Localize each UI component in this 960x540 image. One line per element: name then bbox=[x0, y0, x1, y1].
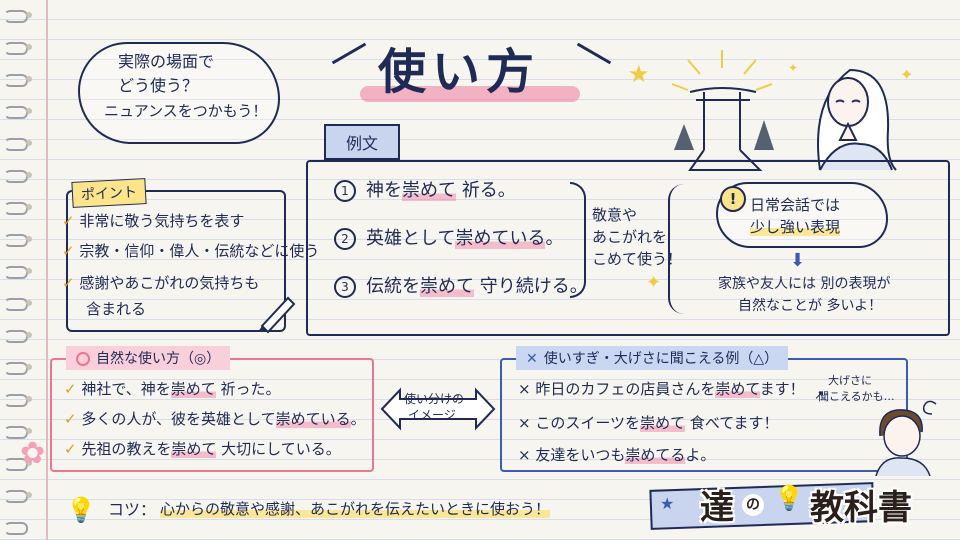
natural-item-1: ✓ 神社で、神を崇めて 祈った。 bbox=[64, 380, 281, 398]
spiral-binding bbox=[0, 0, 32, 540]
check-icon: ✓ bbox=[62, 242, 75, 260]
shrine-praying-woman-illustration: ✦ ✦ bbox=[671, 50, 913, 171]
points-item-2: 宗教・信仰・偉人・伝統などに使う bbox=[79, 242, 320, 260]
sparkle-icon: ✦ bbox=[646, 272, 662, 293]
logo-left: 達 bbox=[700, 488, 734, 528]
thought-cloud bbox=[78, 42, 280, 144]
arrow-down-icon: ⬇ bbox=[790, 250, 806, 271]
cross-icon: × bbox=[518, 414, 531, 432]
natural-item-2: ✓ 多くの人が、彼を英雄として崇めている。 bbox=[64, 410, 366, 428]
points-box bbox=[66, 190, 286, 332]
examples-note-1: 敬意や bbox=[592, 206, 638, 224]
overuse-item-2: × このスイーツを崇めて 食べてます！ bbox=[518, 414, 779, 432]
cloud-line-3: ニュアンスをつかもう！ bbox=[104, 102, 268, 120]
points-label: ポイント bbox=[71, 178, 147, 208]
examples-bracket bbox=[570, 182, 586, 298]
points-item-3: 感謝やあこがれの気持ちも bbox=[79, 274, 260, 292]
natural-usage-label: 自然な使い方（◎） bbox=[66, 346, 231, 370]
double-arrow-icon bbox=[380, 387, 496, 431]
cross-icon: ✕ bbox=[526, 351, 538, 367]
pencil-icon bbox=[258, 296, 296, 334]
check-icon: ✓ bbox=[64, 410, 77, 428]
logo-middle: の bbox=[742, 494, 764, 516]
tip-label: コツ： bbox=[108, 500, 157, 519]
examples-note-3: こめて使う！ bbox=[592, 250, 683, 268]
svg-text:✦: ✦ bbox=[900, 65, 913, 84]
check-icon: ✓ bbox=[62, 212, 75, 230]
arrow-icon: ↗ bbox=[814, 388, 825, 402]
logo-right: 教科書 bbox=[810, 488, 912, 528]
svg-text:✦: ✦ bbox=[788, 61, 798, 75]
examples-box bbox=[306, 160, 950, 336]
number-badge: 1 bbox=[334, 180, 356, 202]
natural-item-3: ✓ 先祖の教えを崇めて 大切にしている。 bbox=[64, 440, 341, 458]
list-item: ✓ 宗教・信仰・偉人・伝統などに使う bbox=[62, 242, 319, 260]
points-item-1: 非常に敬う気持ちを表す bbox=[79, 212, 245, 230]
exclamation-icon: ! bbox=[720, 186, 746, 212]
circle-icon bbox=[76, 352, 90, 366]
cloud-line-1: 実際の場面で bbox=[118, 52, 215, 71]
list-item: ✓ 非常に敬う気持ちを表す bbox=[62, 212, 244, 230]
overuse-item-1: × 昨日のカフェの店員さんを崇めてます！ bbox=[518, 380, 805, 398]
lightbulb-icon: 💡 bbox=[66, 496, 96, 524]
warning-sub-1: 家族や友人には 別の表現が bbox=[718, 276, 891, 292]
page-title: 使い方 bbox=[378, 44, 541, 100]
check-icon: ✓ bbox=[62, 274, 75, 292]
notebook-margin-line bbox=[46, 0, 48, 540]
arrow-label-2: イメージ bbox=[408, 408, 456, 422]
check-icon: ✓ bbox=[64, 440, 77, 458]
overuse-aside-1: 大げさに bbox=[828, 374, 872, 387]
star-icon: ★ bbox=[628, 60, 650, 88]
check-icon: ✓ bbox=[64, 380, 77, 398]
title-accent-lines-right bbox=[576, 42, 612, 65]
overuse-label: ✕使いすぎ・大げさに聞こえる例（△） bbox=[516, 346, 789, 370]
examples-divider-arc bbox=[668, 184, 684, 314]
examples-label: 例文 bbox=[324, 124, 401, 160]
title-underline-highlight bbox=[360, 86, 580, 102]
arrow-label-1: 使い分けの bbox=[404, 392, 465, 406]
logo-lightbulb-icon: 💡 bbox=[774, 484, 804, 512]
number-badge: 2 bbox=[334, 228, 356, 250]
points-item-4: 含まれる bbox=[86, 300, 147, 318]
title-accent-lines bbox=[331, 42, 367, 65]
flower-icon: ✿ bbox=[20, 436, 46, 471]
tip-text: 心からの敬意や感謝、あこがれを伝えたいときに使おう！ bbox=[160, 500, 551, 518]
thinking-boy-illustration bbox=[875, 400, 937, 476]
cloud-line-2: どう使う？ bbox=[118, 76, 199, 95]
examples-note-2: あこがれを bbox=[592, 228, 668, 246]
overuse-aside-2: 聞こえるかも… bbox=[818, 390, 895, 403]
warning-line-2: 少し強い表現 bbox=[750, 218, 841, 236]
warning-line-1: 日常会話では bbox=[750, 196, 841, 214]
cross-icon: × bbox=[518, 380, 531, 398]
overuse-item-3: × 友達をいつも崇めてるよ。 bbox=[518, 446, 716, 464]
number-badge: 3 bbox=[334, 276, 356, 298]
star-icon: ★ bbox=[660, 494, 675, 513]
warning-sub-2: 自然なことが 多いよ！ bbox=[738, 298, 883, 314]
cross-icon: × bbox=[518, 446, 531, 464]
list-item: ✓ 感謝やあこがれの気持ちも bbox=[62, 274, 259, 292]
